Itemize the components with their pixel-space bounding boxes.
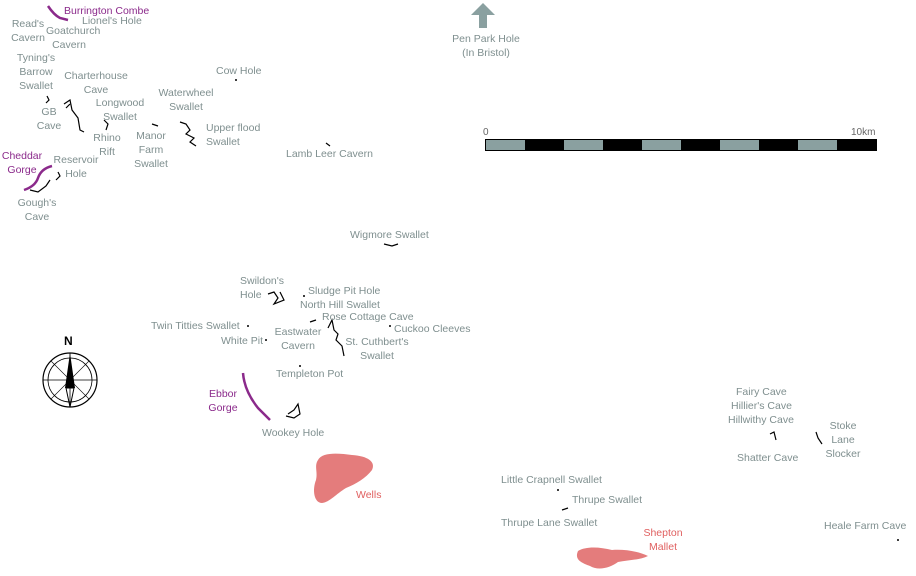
wells-label: Wells (356, 489, 382, 501)
cave-label-reservoir: Reservoir Hole (53, 154, 99, 180)
cave-label-thrupe: Thrupe Swallet (572, 494, 643, 506)
fairy-passage (769, 431, 777, 441)
ebbor-gorge-label: Ebbor Gorge (208, 388, 238, 414)
cave-label-lambleer: Lamb Leer Cavern (286, 148, 373, 160)
burrington-combe-label: Burrington Combe (64, 5, 150, 17)
cave-label-fairy: Fairy Cave (736, 386, 787, 398)
cave-label-whitepit: White Pit (221, 335, 264, 347)
cave-label-upperflood: Upper flood Swallet (206, 122, 261, 148)
swildons-passage (267, 291, 285, 306)
wigmore-passage (383, 243, 399, 247)
lambleer-passage (325, 142, 331, 147)
goughs-passage (29, 179, 51, 193)
pen-park-note: (In Bristol) (462, 47, 510, 59)
stcuthberts-passage (327, 318, 345, 357)
shepton-mallet-town-shape (576, 547, 648, 569)
waterwheel-passage (179, 121, 197, 147)
north-offmap-arrow-icon (471, 3, 495, 28)
burrington-combe-line (46, 5, 69, 22)
cave-label-reads: Read's Cavern (11, 18, 45, 44)
scale-start-label: 0 (483, 127, 489, 138)
cave-label-stcuthberts: St. Cuthbert's Swallet (345, 336, 409, 362)
pen-park-name: Pen Park Hole (452, 33, 520, 45)
cheddar-gorge-line (23, 164, 53, 192)
cave-label-cow: Cow Hole (216, 65, 262, 77)
cave-label-northhill: North Hill Swallet (300, 299, 380, 311)
eastwater-passage (309, 319, 317, 323)
pen-park-hole-label: Pen Park Hole (In Bristol) (448, 32, 524, 60)
cave-label-rhino: Rhino Rift (93, 132, 121, 158)
cave-entrances (235, 79, 899, 541)
wookey-passage (285, 402, 301, 419)
gb-cave-branch (65, 103, 71, 109)
cave-label-eastwater: Eastwater Cavern (274, 326, 322, 352)
cave-label-charterhouse: Charterhouse Cave (64, 70, 128, 96)
reads-passage (45, 95, 50, 104)
cave-label-swildons: Swildon's Hole (240, 275, 285, 301)
cave-label-hilliers: Hillier's Cave (731, 400, 792, 412)
cave-passages (29, 95, 823, 511)
cave-label-wookey: Wookey Hole (262, 427, 325, 439)
cave-label-manor: Manor Farm Swallet (134, 130, 168, 170)
cave-label-gb: GB Cave (36, 106, 62, 132)
cave-label-lionels: Lionel's Hole (82, 15, 142, 27)
stoke-passage (815, 431, 823, 445)
cheddar-gorge-label: Cheddar Gorge (1, 150, 43, 176)
ebbor-gorge-line (241, 372, 271, 421)
cave-label-wigmore: Wigmore Swallet (350, 229, 429, 241)
cave-label-healefarm: Heale Farm Cave (824, 520, 907, 532)
cave-label-littlecrapnell: Little Crapnell Swallet (501, 474, 602, 486)
cave-label-tynings: Tyning's Barrow Swallet (16, 52, 56, 92)
cave-label-goughs: Gough's Cave (17, 197, 57, 223)
cave-label-goatchurch: Goatchurch Cavern (46, 25, 101, 51)
cave-label-sludgepit: Sludge Pit Hole (308, 285, 381, 297)
cave-label-thrupelane: Thrupe Lane Swallet (501, 517, 598, 529)
cave-label-hillwithy: Hillwithy Cave (728, 414, 794, 426)
cave-label-longwood: Longwood Swallet (95, 97, 145, 123)
scale-end-label: 10km (851, 127, 876, 138)
wells-town-shape (314, 453, 374, 503)
compass-rose-icon (42, 352, 98, 408)
scale-bar (485, 139, 877, 151)
thrupe-passage (561, 507, 569, 511)
longwood-passage (103, 119, 109, 131)
cave-label-stoke: Stoke Lane Slocker (825, 420, 861, 460)
compass-north-label: N (64, 334, 73, 348)
cave-label-templeton: Templeton Pot (276, 368, 344, 380)
manor-passage (151, 123, 159, 127)
gb-cave-passage (63, 99, 85, 133)
reservoir-passage (55, 171, 61, 181)
shepton-mallet-label: Shepton Mallet (643, 527, 683, 553)
cave-label-shatter: Shatter Cave (737, 452, 799, 464)
cave-label-twintitties: Twin Titties Swallet (151, 320, 240, 332)
cave-label-rosecottage: Rose Cottage Cave (322, 311, 414, 323)
cave-label-waterwheel: Waterwheel Swallet (158, 87, 214, 113)
cave-label-cuckoo: Cuckoo Cleeves (394, 323, 471, 335)
